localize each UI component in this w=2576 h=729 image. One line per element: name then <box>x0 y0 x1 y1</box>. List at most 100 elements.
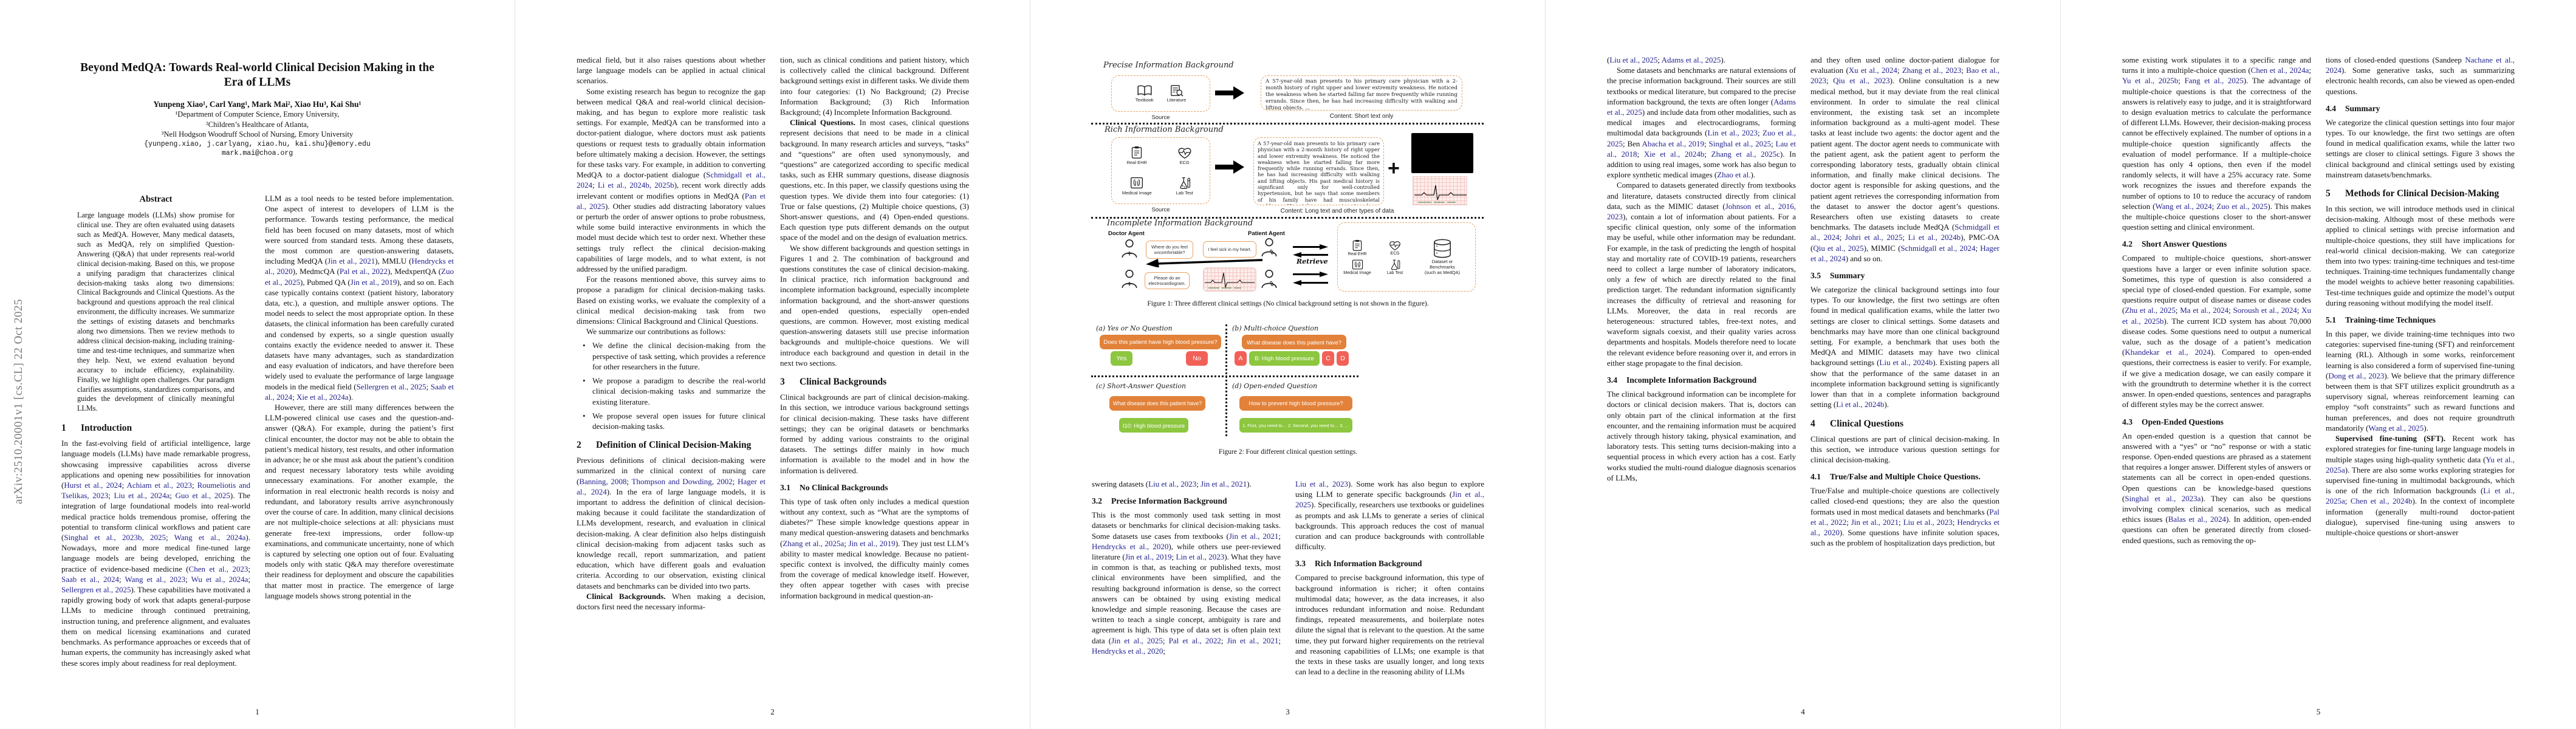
citation-link[interactable]: Khandekar et al., 2024 <box>2125 347 2211 357</box>
citation-link[interactable]: Xu et al., 2024 <box>1848 66 1897 75</box>
citation-link[interactable]: Qiu et al., 2025 <box>1813 243 1864 253</box>
citation-link[interactable]: Zuo et al., 2025 <box>265 267 454 287</box>
citation-link[interactable]: Schmidgall et al., 2024 <box>1900 243 1976 253</box>
citation-link[interactable]: Soroush et al., 2024 <box>2233 306 2297 315</box>
citation-link[interactable]: Jin et al., 2021 <box>1227 635 1279 645</box>
citation-link[interactable]: Liu et al., 2024b <box>1879 358 1933 368</box>
citation-link[interactable]: Pal et al., 2022 <box>339 267 388 276</box>
citation-link[interactable]: Sellergren et al., 2025 <box>61 585 131 595</box>
citation-link[interactable]: Wang et al., 2023 <box>125 574 186 584</box>
citation-link[interactable]: Qiu et al., 2023 <box>1833 76 1890 86</box>
citation-link[interactable]: Zuo et al., 2025 <box>1607 128 1796 148</box>
citation-link[interactable]: Jin et al., 2021 <box>1228 531 1279 541</box>
citation-link[interactable]: Hurst et al., 2024 <box>64 481 122 490</box>
citation-link[interactable]: Saab et al., 2024 <box>61 574 119 584</box>
citation-link[interactable]: Hendrycks et al., 2020 <box>1092 646 1163 655</box>
fig2-answer-option-b: B: High blood pressure <box>1249 351 1320 366</box>
citation-link[interactable]: Zhu et al., 2025 <box>2125 306 2176 315</box>
citation-link[interactable]: Balas et al., 2024 <box>2168 515 2226 524</box>
citation-link[interactable]: Zuo et al., 2025 <box>2216 201 2268 211</box>
fig2-quadrant-a-label: (a) Yes or No Question <box>1096 324 1173 332</box>
citation-link[interactable]: Hager et al., 2024 <box>577 476 766 496</box>
citation-link[interactable]: Liu et al., 2023 <box>1903 517 1953 527</box>
citation-link[interactable]: Bao et al., 2023 <box>1810 66 1999 86</box>
citation-link[interactable]: Li et al., 2025a <box>2326 486 2515 506</box>
citation-link[interactable]: Achiam et al., 2023 <box>126 481 192 490</box>
citation-link[interactable]: Li et al., 2024b, 2025b <box>597 180 674 190</box>
citation-link[interactable]: Schmidgall et al., 2024 <box>1810 222 1999 242</box>
citation-link[interactable]: Adams et al., 2025 <box>1607 97 1796 117</box>
citation-link[interactable]: Singhal et al., 2023a <box>2125 493 2201 503</box>
citation-link[interactable]: Jin et al., 2019 <box>848 538 896 548</box>
citation-link[interactable]: Adams et al., 2025 <box>1661 55 1721 64</box>
citation-link[interactable]: Zhang et al., 2025a <box>783 538 844 548</box>
citation-link[interactable]: Jin et al., 2021 <box>327 256 375 266</box>
citation-link[interactable]: Pan et al., 2025 <box>577 191 766 211</box>
citation-link[interactable]: Singhal et al., 2025 <box>1708 139 1772 148</box>
citation-link[interactable]: Chen et al., 2023 <box>188 564 248 573</box>
citation-link[interactable]: Wang et al., 2024a <box>174 533 246 542</box>
citation-link[interactable]: Jin et al., 2025 <box>1295 490 1484 510</box>
citation-link[interactable]: Roumeliotis and Tselikas, 2023 <box>61 481 250 501</box>
citation-link[interactable]: Liu et al., 2023 <box>1295 479 1348 488</box>
citation-link[interactable]: Wang et al., 2024 <box>2155 201 2212 211</box>
citation-link[interactable]: Saab et al., 2024 <box>265 382 454 402</box>
citation-link[interactable]: Hendrycks et al., 2020 <box>265 256 454 276</box>
citation-link[interactable]: Johnson et al., 2016, 2023 <box>1607 201 1796 222</box>
citation-link[interactable]: Zhang et al., 2025c <box>1711 149 1780 159</box>
citation-link[interactable]: Jin et al., 2021 <box>1851 517 1899 527</box>
citation-link[interactable]: Lin et al., 2023 <box>1176 552 1225 562</box>
citation-link[interactable]: Liu et al., 2024a <box>114 491 170 501</box>
citation-link[interactable]: Sellergren et al., 2025 <box>356 382 426 391</box>
citation-link[interactable]: Li et al., 2024b <box>1908 233 1961 242</box>
citation-link[interactable]: Xie et al., 2024a <box>296 392 349 402</box>
citation-link[interactable]: Wu et al., 2024a <box>191 574 248 584</box>
citation-link[interactable]: Johri et al., 2025 <box>1845 233 1903 242</box>
citation-link[interactable]: Hendrycks et al., 2020 <box>1810 517 1999 537</box>
citation-link[interactable]: Singhal et al., 2023b, 2025 <box>64 533 166 542</box>
citation-link[interactable]: Schmidgall et al., 2024 <box>577 170 766 190</box>
citation-link[interactable]: Hager et al., 2024 <box>1810 243 1999 263</box>
fig2-answer-option-c: C <box>1322 351 1334 366</box>
citation-link[interactable]: Pal et al., 2022 <box>1810 507 1999 527</box>
citation-link[interactable]: Xie et al., 2024b <box>1643 149 1705 159</box>
citation-link[interactable]: Jin et al., 2025 <box>1111 635 1163 645</box>
citation-link[interactable]: Lau et al., 2018 <box>1607 139 1796 159</box>
citation-link[interactable]: Hendrycks et al., 2020 <box>1092 541 1169 551</box>
citation-link[interactable]: Xu et al., 2025b <box>2122 306 2311 326</box>
fig2-answer-option-a: A <box>1235 351 1247 366</box>
citation-link[interactable]: Dong et al., 2023 <box>2328 371 2385 380</box>
citation-link[interactable]: Yu et al., 2025b <box>2122 76 2179 86</box>
citation-link[interactable]: Zhang et al., 2023 <box>1902 66 1962 75</box>
page-number: 4 <box>1801 707 1805 716</box>
citation-link[interactable]: Nachane et al., 2024 <box>2326 55 2515 75</box>
citation-link[interactable]: Lin et al., 2023 <box>1707 128 1758 138</box>
citation-link[interactable]: Chen et al., 2024a <box>2250 66 2309 75</box>
ehr-icon: Real EHR <box>1348 239 1367 256</box>
citation-link[interactable]: Guo et al., 2025 <box>175 491 230 501</box>
page-number: 2 <box>770 707 775 716</box>
citation-link[interactable]: Liu et al., 2025 <box>1609 55 1658 64</box>
citation-link[interactable]: Liu et al., 2023 <box>1148 479 1197 488</box>
citation-link[interactable]: Thompson and Dowding, 2002 <box>631 476 733 486</box>
citation-link[interactable]: Chen et al., 2024b <box>2350 496 2413 506</box>
retrieve-label: Retrieve <box>1297 258 1328 265</box>
citation-link[interactable]: Jin et al., 2019 <box>1125 552 1172 562</box>
citation-link[interactable]: Ma et al., 2024 <box>2180 306 2229 315</box>
citation-link[interactable]: Yu et al., 2025a <box>2326 454 2515 474</box>
citation-link[interactable]: Abacha et al., 2019 <box>1642 139 1705 148</box>
citation-link[interactable]: Zhao et al. <box>1717 170 1751 180</box>
citation-link[interactable]: Jin et al., 2019 <box>350 277 397 287</box>
citation-link[interactable]: Pal et al., 2022 <box>1168 635 1221 645</box>
email-line-1: {yunpeng.xiao, j.carlyang, xiao.hu, kai.… <box>144 140 371 148</box>
citation-link[interactable]: Jin et al., 2021 <box>1201 479 1247 488</box>
citation-link[interactable]: Banning, 2008 <box>579 476 627 486</box>
paragraph: LLM as a tool needs to be tested before … <box>265 194 454 402</box>
citation-link[interactable]: Fang et al., 2025 <box>2184 76 2244 86</box>
citation-link[interactable]: Li et al., 2024b <box>1836 400 1885 409</box>
page4-column-1: (Liu et al., 2025; Adams et al., 2025). … <box>1607 55 1796 696</box>
doctor-speech-bubble: Please do an electrocardiogram. <box>1145 272 1190 289</box>
citation-link[interactable]: Wang et al., 2025 <box>2368 423 2424 433</box>
